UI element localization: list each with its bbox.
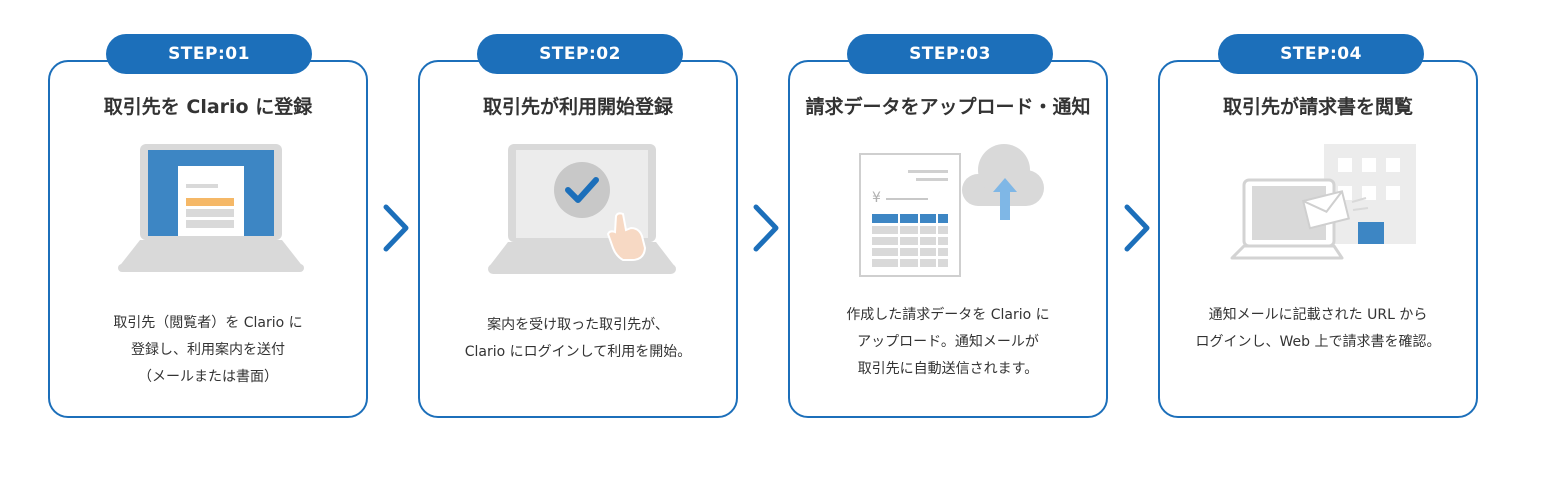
laptop-registration-illustration <box>118 144 304 272</box>
step-description: 取引先（閲覧者）を Clario に 登録し、利用案内を送付 （メールまたは書面… <box>113 315 303 385</box>
step-card-2: 取引先が利用開始登録 案内を受け取った取引先が、 Clario にログインして利… <box>418 60 738 418</box>
chevron-right-icon <box>1124 204 1150 252</box>
step-description: 案内を受け取った取引先が、 Clario にログインして利用を開始。 <box>464 317 692 360</box>
chevron-right-icon <box>383 204 409 252</box>
step-badge-1: STEP:01 <box>106 34 312 74</box>
step-title: 取引先が請求書を閲覧 <box>1222 96 1413 118</box>
step-badge-4: STEP:04 <box>1218 34 1424 74</box>
step-badge-3: STEP:03 <box>847 34 1053 74</box>
laptop-check-illustration <box>488 144 676 274</box>
chevron-right-icon <box>753 204 779 252</box>
yen-sign: ¥ <box>872 190 881 206</box>
step-description: 作成した請求データを Clario に アップロード。通知メールが 取引先に自動… <box>846 307 1050 377</box>
step-title: 取引先を Clario に登録 <box>103 96 313 118</box>
step-badge-2: STEP:02 <box>477 34 683 74</box>
step-title: 請求データをアップロード・通知 <box>805 96 1091 118</box>
step-card-1: 取引先を Clario に登録 取引先（閲覧者）を Clario に 登録し、利… <box>48 60 368 418</box>
step-card-3: 請求データをアップロード・通知 ¥ 作成した請求データを Clario に アッ… <box>788 60 1108 418</box>
building-mail-laptop-illustration <box>1230 144 1416 260</box>
step-description: 通知メールに記載された URL から ログインし、Web 上で請求書を確認。 <box>1195 307 1441 350</box>
step-card-4: 取引先が請求書を閲覧 通知メールに記載された URL から ログインし、Web … <box>1158 60 1478 418</box>
step-title: 取引先が利用開始登録 <box>482 96 673 118</box>
invoice-upload-illustration: ¥ <box>859 144 1044 277</box>
